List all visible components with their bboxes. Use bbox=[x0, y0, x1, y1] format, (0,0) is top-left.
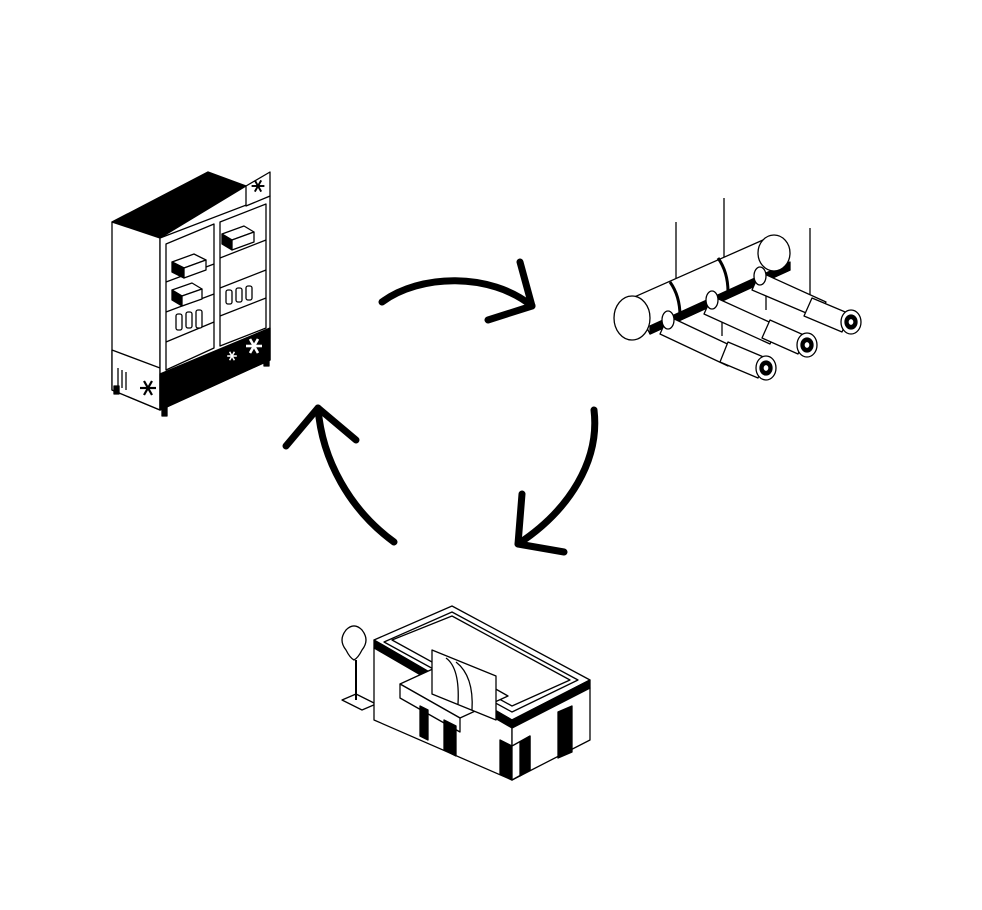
food-box-icon bbox=[171, 225, 255, 307]
arrow-pipes-to-store bbox=[514, 406, 599, 556]
arrow-store-to-cabinet bbox=[282, 404, 398, 546]
bottle-icon bbox=[175, 285, 253, 331]
tree-icon bbox=[341, 625, 377, 711]
cycle-arrows bbox=[282, 258, 599, 556]
store-building-icon bbox=[341, 605, 591, 781]
fridge-cabinet-icon bbox=[111, 171, 271, 417]
arrow-cabinet-to-pipes bbox=[378, 258, 536, 324]
pipes-icon bbox=[613, 198, 862, 381]
